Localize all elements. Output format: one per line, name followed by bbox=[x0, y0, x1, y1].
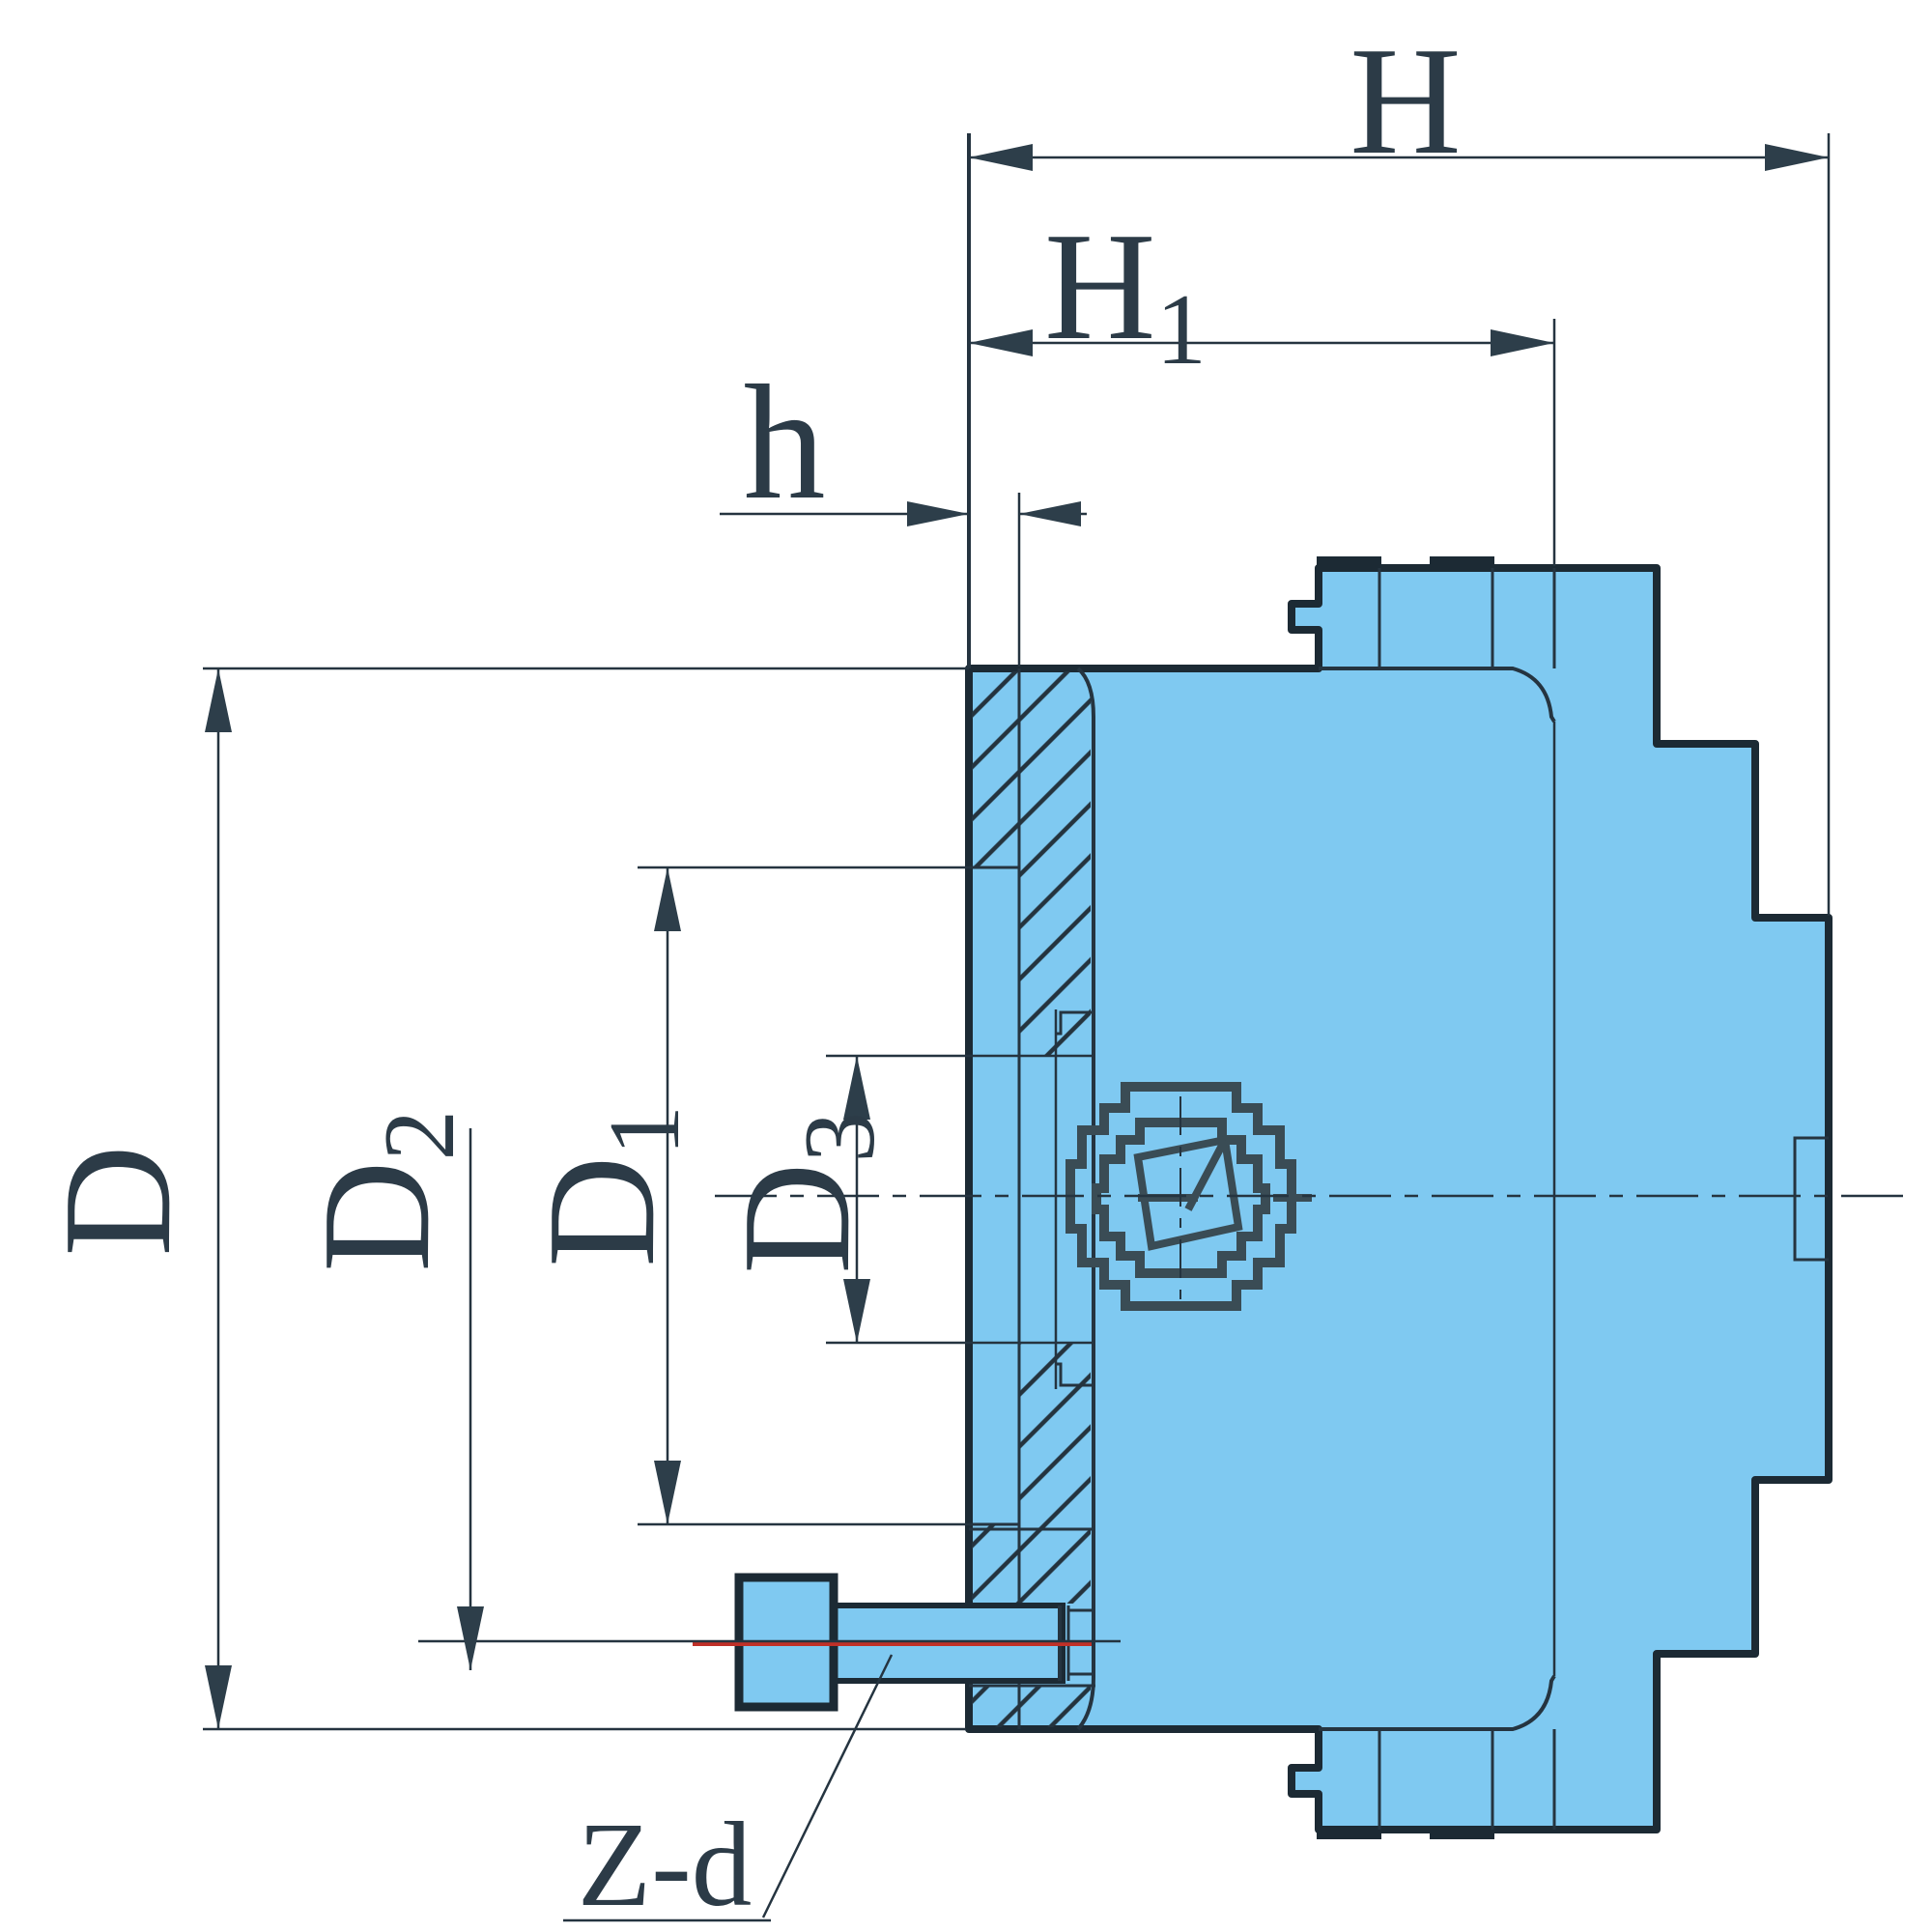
dimension-D1: D1 bbox=[515, 866, 1017, 1526]
body-outline bbox=[965, 564, 1833, 1833]
top-strip-right bbox=[1430, 556, 1494, 568]
dimension-H1: H1 bbox=[969, 200, 1556, 566]
H1-label: H1 bbox=[1044, 200, 1207, 385]
jaw-face-groove bbox=[1793, 1136, 1829, 1262]
zd-leader-line bbox=[761, 1654, 894, 1918]
body-top-edge bbox=[1319, 667, 1556, 724]
zd-callout: Z-d bbox=[563, 1654, 894, 1932]
H1-arrow-left bbox=[969, 329, 1033, 356]
center-screw-detail bbox=[1065, 1082, 1312, 1311]
H-arrow-left bbox=[969, 144, 1033, 171]
top-strip-left bbox=[1317, 556, 1381, 568]
D3-label: D3 bbox=[710, 1112, 895, 1274]
back-plate-hatching bbox=[972, 671, 1091, 1727]
hatch-upper bbox=[972, 671, 1091, 867]
h-label: h bbox=[744, 352, 826, 533]
dimension-D3: D3 bbox=[710, 1054, 1094, 1345]
hatch-below-bolt bbox=[972, 1686, 1091, 1727]
h-arrow-left bbox=[907, 501, 969, 526]
dimension-H: H bbox=[967, 14, 1831, 916]
center-line bbox=[715, 1096, 1908, 1299]
body-bottom-edge bbox=[1319, 1674, 1556, 1731]
h-arrow-right bbox=[1019, 501, 1081, 526]
mounting-bolt bbox=[693, 1573, 1095, 1712]
D1-arrow-bottom bbox=[654, 1461, 681, 1524]
D2-arrow-bottom bbox=[457, 1606, 484, 1670]
hatch-lower-band bbox=[1019, 1343, 1091, 1524]
D3-arrow-bottom bbox=[843, 1279, 870, 1343]
D1-label: D1 bbox=[515, 1105, 700, 1267]
zd-label: Z-d bbox=[578, 1799, 752, 1932]
D2-label: D2 bbox=[290, 1110, 475, 1272]
D-arrow-top bbox=[205, 668, 232, 732]
dimension-D2: D2 bbox=[290, 1110, 1121, 1670]
hatch-upper-band bbox=[1019, 867, 1091, 1056]
H-arrow-right bbox=[1765, 144, 1829, 171]
D-arrow-bottom bbox=[205, 1665, 232, 1729]
dimension-h: h bbox=[720, 352, 1087, 667]
H-label: H bbox=[1350, 14, 1462, 186]
D3-arrow-top bbox=[843, 1056, 870, 1120]
scroll-key-square bbox=[1133, 1135, 1243, 1251]
H1-arrow-right bbox=[1491, 329, 1554, 356]
D-label: D bbox=[31, 1145, 203, 1257]
scroll-key-mark bbox=[1138, 1138, 1229, 1211]
dimension-D: D bbox=[31, 667, 969, 1731]
D1-arrow-top bbox=[654, 867, 681, 931]
bottom-strip-left bbox=[1317, 1828, 1381, 1839]
scroll-ring-outer bbox=[1065, 1082, 1296, 1311]
bottom-strip-right bbox=[1430, 1828, 1494, 1839]
scroll-ring-inner bbox=[1092, 1118, 1270, 1278]
hatch-lower bbox=[972, 1524, 1091, 1604]
